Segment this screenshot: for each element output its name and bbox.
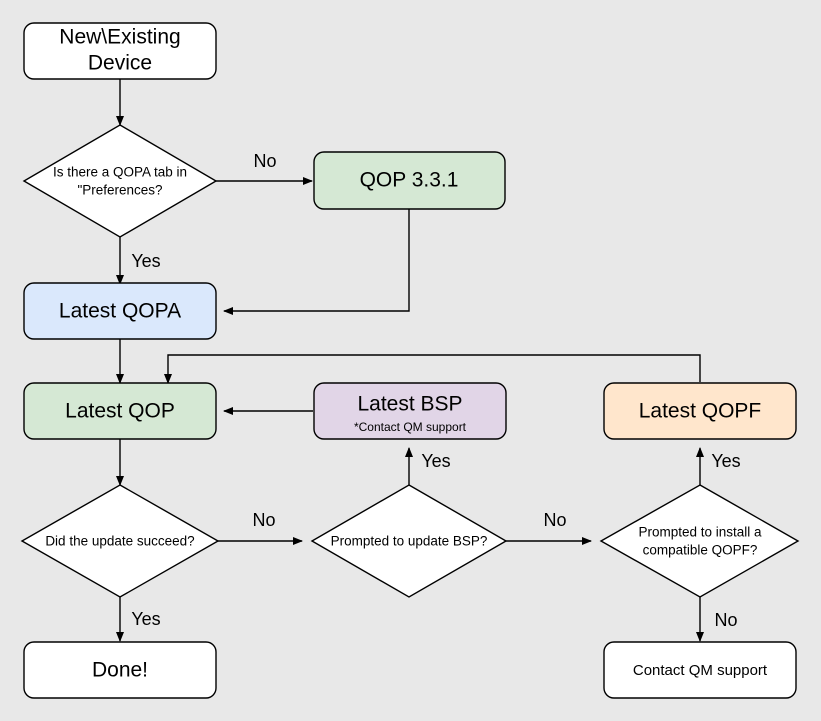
- edge-label-prompted-bsp-yes: Yes: [421, 451, 450, 471]
- start-device-shape: [23, 22, 217, 80]
- decision-update-succeed-shape: [20, 484, 220, 598]
- decision-qopa-tab-label-line2: "Preferences?: [77, 183, 162, 198]
- edge-label-update-succeed-yes: Yes: [131, 609, 160, 629]
- decision-update-succeed-label: Did the update succeed?: [45, 534, 194, 549]
- edge-label-qopa-tab-yes: Yes: [131, 251, 160, 271]
- node-latest-bsp[interactable]: Latest BSP *Contact QM support: [313, 382, 507, 440]
- contact-qm-support-shape: [603, 641, 797, 699]
- node-latest-qop[interactable]: Latest QOP: [23, 382, 217, 440]
- latest-qop-shape: [23, 382, 217, 440]
- qop-331-shape: [313, 151, 506, 210]
- node-decision-qopa-tab[interactable]: Is there a QOPA tab in "Preferences?: [22, 124, 218, 238]
- node-decision-prompted-bsp[interactable]: Prompted to update BSP?: [310, 484, 508, 598]
- latest-qopa-label: Latest QOPA: [59, 300, 181, 323]
- edge-latest-qopf-to-latest-qop: [164, 354, 701, 384]
- qop-331-label: QOP 3.3.1: [360, 169, 459, 192]
- latest-qopf-label: Latest QOPF: [639, 400, 762, 423]
- node-decision-update-succeed[interactable]: Did the update succeed?: [20, 484, 220, 598]
- contact-qm-support-label: Contact QM support: [633, 662, 768, 679]
- decision-prompted-bsp-shape: [310, 484, 508, 598]
- start-device-label-line2: Device: [88, 52, 152, 75]
- edge-label-update-succeed-no: No: [252, 510, 275, 530]
- node-latest-qopf[interactable]: Latest QOPF: [603, 382, 797, 440]
- decision-prompted-qopf-shape: [599, 484, 800, 598]
- edge-qop331-to-latest-qopa: [223, 209, 410, 315]
- edge-label-prompted-qopf-yes: Yes: [711, 451, 740, 471]
- latest-qopf-shape: [603, 382, 797, 440]
- latest-bsp-label: Latest BSP: [357, 393, 462, 416]
- node-decision-prompted-qopf[interactable]: Prompted to install a compatible QOPF?: [599, 484, 800, 598]
- start-device-label-line1: New\Existing: [59, 26, 180, 49]
- node-start-device[interactable]: New\Existing Device: [23, 22, 217, 80]
- done-label: Done!: [92, 659, 148, 682]
- done-shape: [23, 641, 217, 699]
- latest-qop-label: Latest QOP: [65, 400, 175, 423]
- latest-qopa-shape: [23, 282, 217, 340]
- edge-label-qopa-tab-no: No: [253, 151, 276, 171]
- decision-prompted-qopf-label-line1: Prompted to install a: [638, 525, 762, 540]
- decision-prompted-qopf-label-line2: compatible QOPF?: [643, 543, 758, 558]
- decision-qopa-tab-shape: [22, 124, 218, 238]
- edge-label-prompted-qopf-no: No: [714, 610, 737, 630]
- node-contact-qm-support[interactable]: Contact QM support: [603, 641, 797, 699]
- decision-qopa-tab-label-line1: Is there a QOPA tab in: [53, 165, 187, 180]
- node-qop-331[interactable]: QOP 3.3.1: [313, 151, 506, 210]
- latest-bsp-shape: [313, 382, 507, 440]
- node-done[interactable]: Done!: [23, 641, 217, 699]
- latest-bsp-sublabel: *Contact QM support: [354, 420, 467, 434]
- node-latest-qopa[interactable]: Latest QOPA: [23, 282, 217, 340]
- edge-label-prompted-bsp-no: No: [543, 510, 566, 530]
- decision-prompted-bsp-label: Prompted to update BSP?: [331, 534, 488, 549]
